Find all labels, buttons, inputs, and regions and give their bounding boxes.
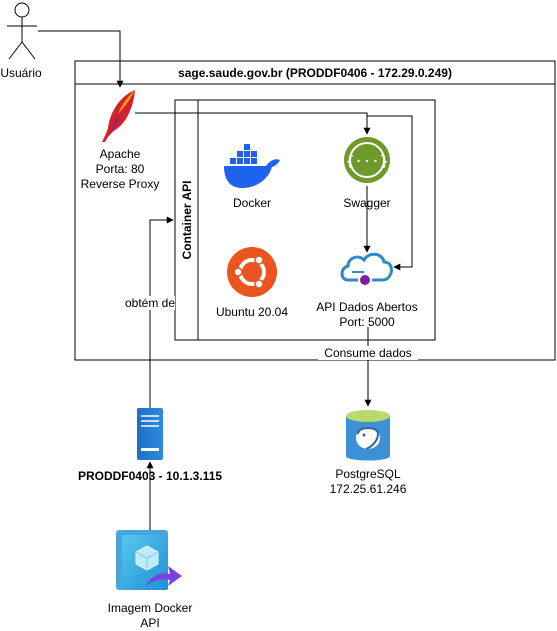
docker-label: Docker	[232, 196, 271, 210]
apache-label-role: Reverse Proxy	[80, 177, 160, 191]
container-box	[174, 99, 436, 341]
api-label-name: API Dados Abertos	[316, 300, 418, 314]
build-server-label: PRODDF0403 - 10.1.3.115	[77, 469, 223, 483]
svg-text:{···}: {···}	[346, 154, 388, 170]
edge-label-consume: Consume dados	[318, 346, 418, 360]
postgres-db-icon	[346, 410, 390, 461]
user-actor-icon	[7, 2, 37, 60]
image-label-line1: Imagem Docker	[107, 601, 193, 615]
build-server-icon	[137, 408, 163, 460]
edge-user-to-apache	[38, 30, 124, 88]
swagger-label: Swagger	[343, 196, 391, 210]
postgres-label-ip: 172.25.61.246	[329, 482, 407, 496]
apache-label-port: Porta: 80	[95, 162, 145, 176]
postgres-label-name: PostgreSQL	[335, 467, 401, 481]
api-label-port: Port: 5000	[339, 315, 395, 329]
swagger-icon: {···}	[344, 137, 390, 183]
docker-image-icon	[116, 530, 182, 590]
edge-label-obtem: obtém de	[125, 296, 176, 310]
ubuntu-label: Ubuntu 20.04	[215, 305, 289, 319]
edge-apache-to-swagger	[135, 112, 371, 135]
user-label: Usuário	[0, 66, 42, 80]
apache-feather-icon	[102, 90, 135, 142]
container-title: Container API	[180, 180, 194, 260]
docker-whale-icon	[224, 144, 280, 188]
api-cloud-icon	[340, 252, 393, 287]
edge-apache-to-api	[367, 115, 413, 271]
apache-label-name: Apache	[99, 147, 141, 161]
ubuntu-icon	[227, 247, 277, 297]
image-label-line2: API	[140, 616, 160, 630]
server-title: sage.saude.gov.br (PRODDF0406 - 172.29.0…	[178, 66, 452, 80]
edge-build-to-container	[149, 216, 174, 408]
